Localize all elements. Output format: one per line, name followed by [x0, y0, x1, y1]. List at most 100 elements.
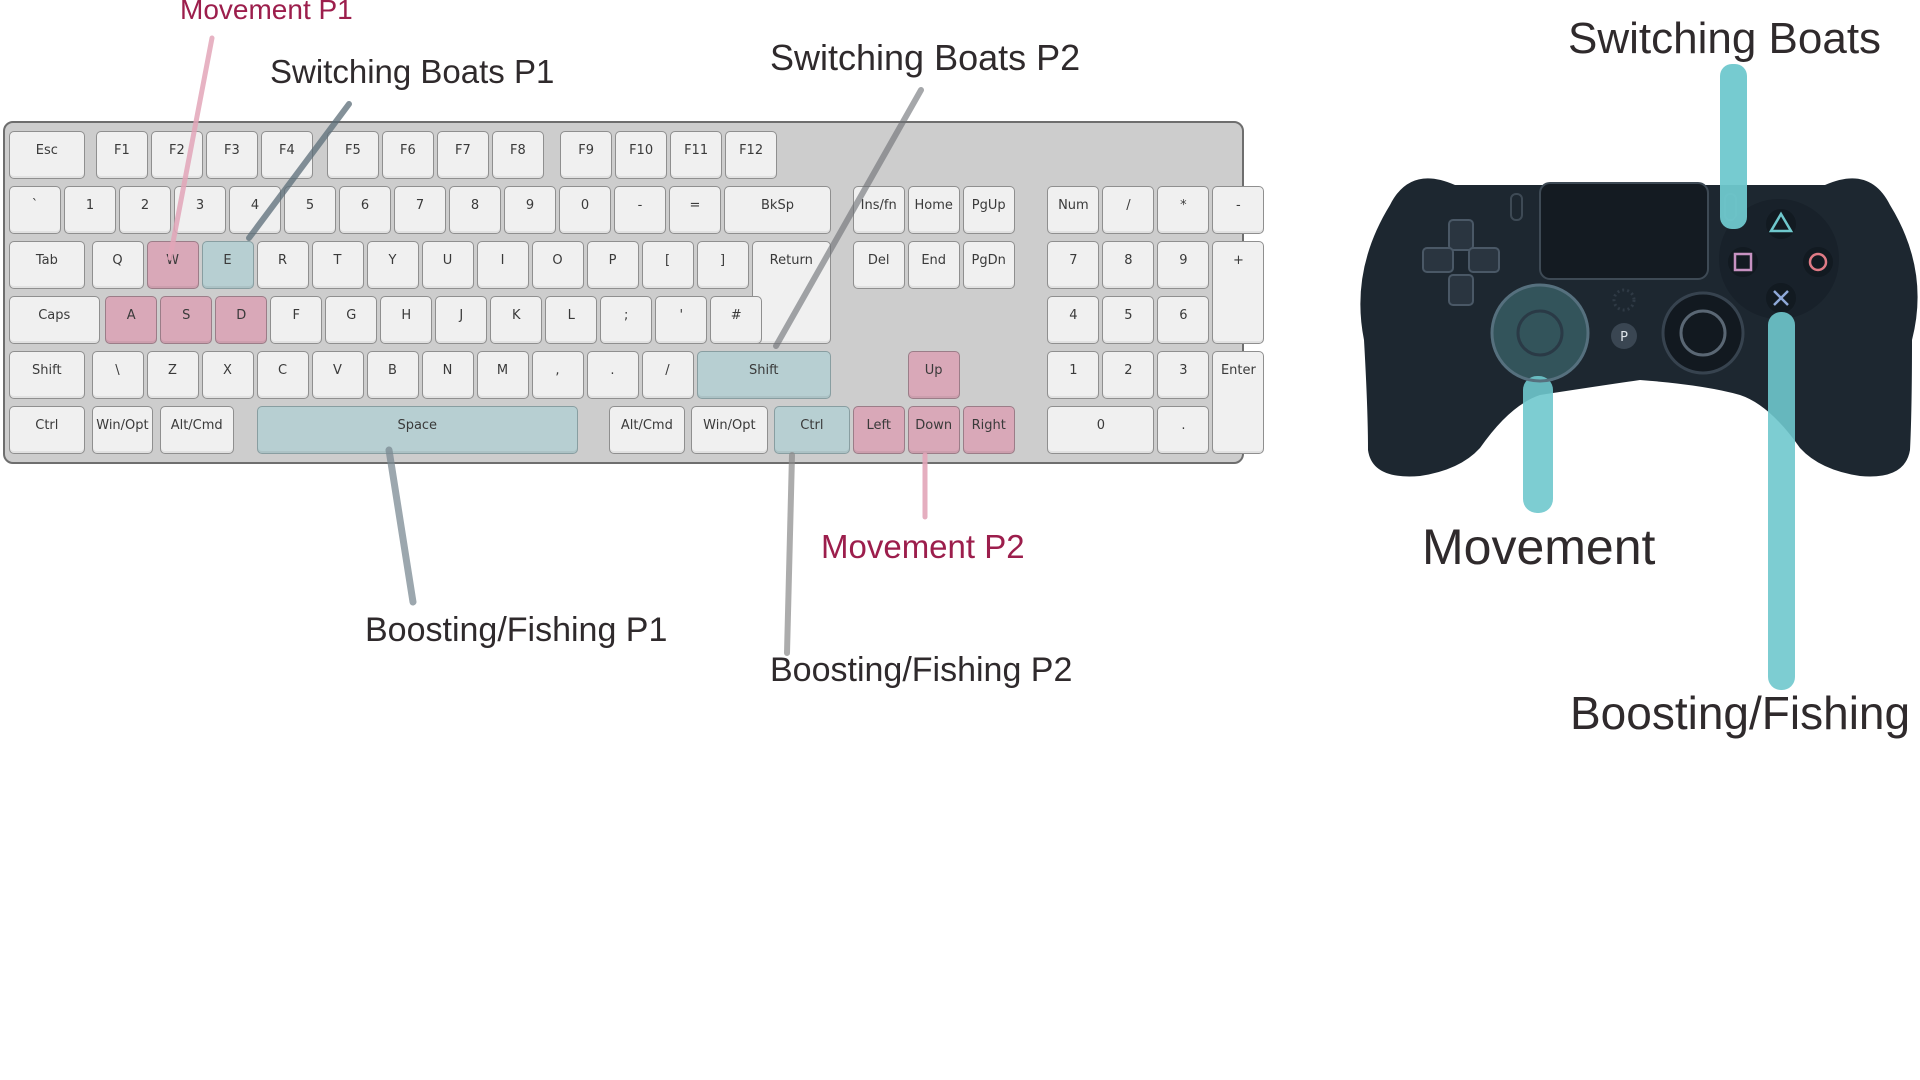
- key-s: S: [160, 296, 213, 344]
- key-z: Z: [146, 351, 199, 399]
- key-symbol: .: [1157, 406, 1210, 454]
- key-symbol: `: [9, 186, 61, 234]
- key-f9: F9: [560, 131, 613, 179]
- callout-movement-p2: Movement P2: [821, 528, 1025, 565]
- triangle-icon: [1768, 211, 1794, 233]
- key-7: 7: [394, 186, 446, 234]
- key-symbol: ,: [531, 351, 584, 399]
- key-symbol: /: [1102, 186, 1155, 234]
- share-button: [1510, 193, 1523, 221]
- key-g: G: [325, 296, 378, 344]
- key-9: 9: [1157, 241, 1210, 289]
- key-l: L: [545, 296, 598, 344]
- circle-button: [1803, 247, 1833, 277]
- callout-boosting-fishing-p2: Boosting/Fishing P2: [770, 651, 1073, 689]
- key-1: 1: [1047, 351, 1100, 399]
- key-i: I: [476, 241, 529, 289]
- key-alt-cmd: Alt/Cmd: [159, 406, 234, 454]
- key-m: M: [476, 351, 529, 399]
- left-stick-cap: [1516, 309, 1564, 357]
- key-shift: Shift: [9, 351, 85, 399]
- key-2: 2: [119, 186, 171, 234]
- face-button-ring: [1719, 199, 1839, 319]
- key-8: 8: [449, 186, 501, 234]
- callout-switching-boats-p2: Switching Boats P2: [770, 37, 1081, 78]
- key-right: Right: [962, 406, 1015, 454]
- switching-boats-p2-leader-line: [773, 87, 924, 349]
- key-f12: F12: [725, 131, 778, 179]
- key-f11: F11: [670, 131, 723, 179]
- touchpad: [1539, 182, 1709, 280]
- key-symbol: [: [641, 241, 694, 289]
- key-bksp: BkSp: [724, 186, 831, 234]
- key-v: V: [311, 351, 364, 399]
- switching-boats-p1-leader-line: [246, 101, 352, 241]
- movement-p1-leader-line: [167, 35, 215, 261]
- square-icon: [1733, 252, 1753, 272]
- key-symbol: ;: [600, 296, 653, 344]
- dpad-icon: [1422, 219, 1500, 306]
- key-del: Del: [852, 241, 905, 289]
- key-2: 2: [1102, 351, 1155, 399]
- key-caps: Caps: [9, 296, 100, 344]
- key-h: H: [380, 296, 433, 344]
- ps-button: [1611, 323, 1637, 349]
- keyboard-leader-lines: [167, 35, 928, 656]
- key-symbol: *: [1157, 186, 1210, 234]
- key-return: Return: [751, 241, 831, 344]
- key-win-opt: Win/Opt: [91, 406, 154, 454]
- key-t: T: [311, 241, 364, 289]
- key-3: 3: [1157, 351, 1210, 399]
- right-stick-cap: [1679, 309, 1727, 357]
- key-left: Left: [852, 406, 905, 454]
- key-ctrl: Ctrl: [9, 406, 85, 454]
- key-num: Num: [1047, 186, 1100, 234]
- key-b: B: [366, 351, 419, 399]
- key-enter: Enter: [1212, 351, 1265, 454]
- boosting-fishing-p1-leader-line: [385, 446, 417, 606]
- key-5: 5: [284, 186, 336, 234]
- key-pgup: PgUp: [962, 186, 1015, 234]
- key-up: Up: [907, 351, 960, 399]
- left-stick: [1490, 283, 1590, 383]
- key-f3: F3: [205, 131, 258, 179]
- key-f8: F8: [491, 131, 544, 179]
- key-symbol: .: [586, 351, 639, 399]
- key-f4: F4: [260, 131, 313, 179]
- key-x: X: [201, 351, 254, 399]
- square-button: [1728, 247, 1758, 277]
- key-f6: F6: [381, 131, 434, 179]
- key-f2: F2: [150, 131, 203, 179]
- switching-boats-bar: [1720, 64, 1747, 229]
- key-e: E: [201, 241, 254, 289]
- key-9: 9: [504, 186, 556, 234]
- key-symbol: \: [91, 351, 144, 399]
- key-c: C: [256, 351, 309, 399]
- key-5: 5: [1102, 296, 1155, 344]
- boosting-fishing-p2-leader-line: [784, 452, 795, 656]
- key-6: 6: [1157, 296, 1210, 344]
- key-o: O: [531, 241, 584, 289]
- callout-switching-boats-p1: Switching Boats P1: [270, 53, 555, 90]
- key-symbol: ]: [696, 241, 749, 289]
- cross-icon: [1773, 290, 1789, 306]
- controller-label-boosting-fishing: Boosting/Fishing: [1570, 687, 1911, 739]
- key-0: 0: [1047, 406, 1155, 454]
- key-win-opt: Win/Opt: [691, 406, 768, 454]
- key-symbol: -: [1212, 186, 1265, 234]
- gamepad: P: [1360, 64, 1918, 690]
- key-7: 7: [1047, 241, 1100, 289]
- controller-label-switching-boats: Switching Boats: [1568, 14, 1882, 63]
- key-1: 1: [64, 186, 116, 234]
- key-p: P: [586, 241, 639, 289]
- key-6: 6: [339, 186, 391, 234]
- right-stick: [1661, 291, 1745, 375]
- key-j: J: [435, 296, 488, 344]
- key-shift: Shift: [696, 351, 831, 399]
- key-esc: Esc: [9, 131, 85, 179]
- callout-boosting-fishing-p1: Boosting/Fishing P1: [365, 611, 668, 649]
- movement-bar: [1523, 376, 1553, 513]
- key-q: Q: [91, 241, 144, 289]
